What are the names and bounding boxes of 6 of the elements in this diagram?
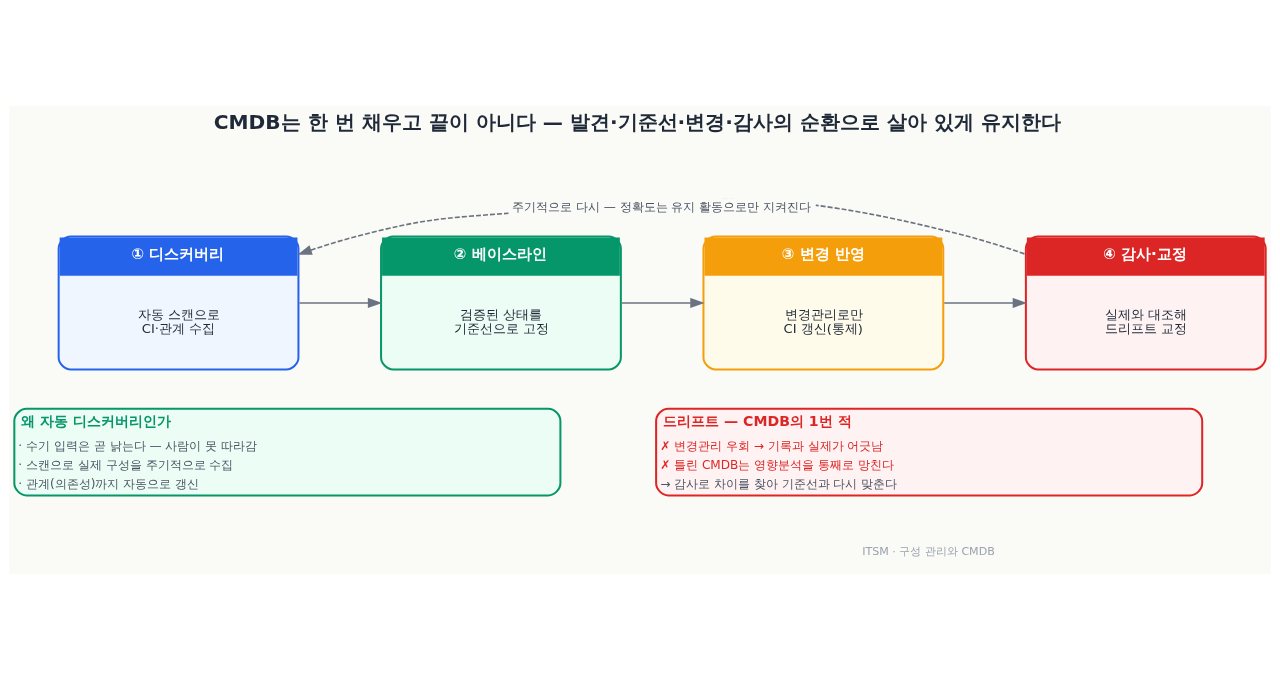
arrow: [621, 297, 705, 308]
arrow: [298, 297, 383, 308]
arrow: [943, 297, 1027, 308]
diagram-title: CMDB는 한 번 채우고 끝이 아니다 — 발견·기준선·변경·감사의 순환으로 살아 있게 유지한다: [213, 110, 1061, 135]
edge-label: 주기적으로 다시 — 정확도는 유지 활동으로만 지켜진다: [512, 200, 812, 215]
label: ITSM · 구성 관리와 CMDB: [862, 544, 995, 558]
